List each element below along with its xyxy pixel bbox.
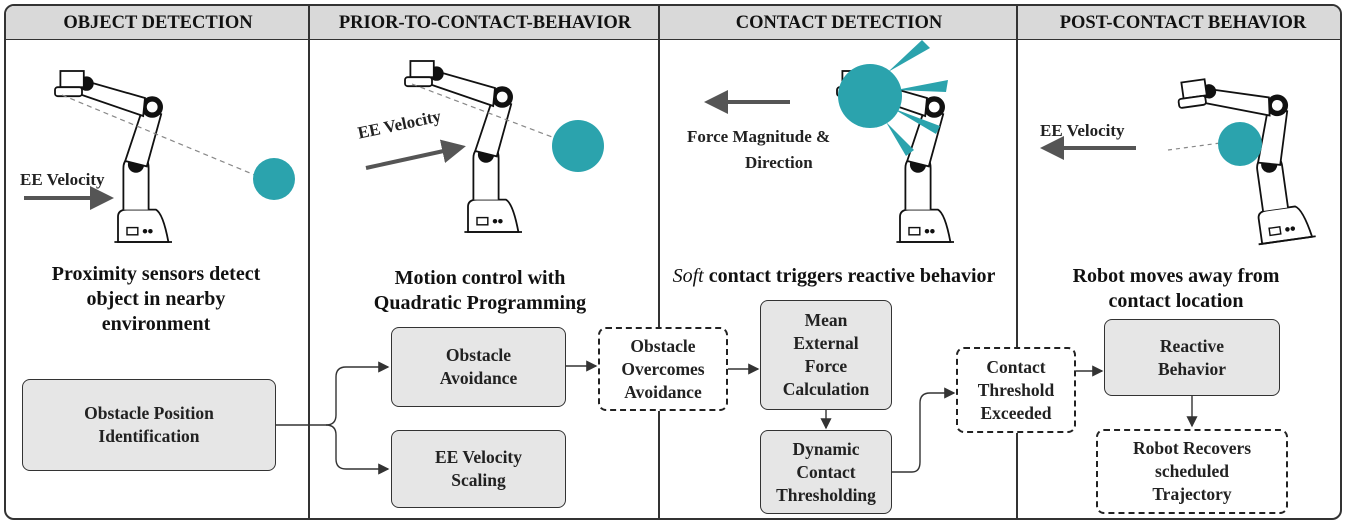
header-prior-to-contact: PRIOR-TO-CONTACT-BEHAVIOR xyxy=(310,6,660,40)
diagram-frame: OBJECT DETECTION PRIOR-TO-CONTACT-BEHAVI… xyxy=(4,4,1342,520)
force-label: Force Magnitude & Direction xyxy=(687,127,831,172)
caption-post-contact: Robot moves away from contact location xyxy=(1072,265,1280,312)
column-divider xyxy=(1016,6,1018,518)
caption-prior-to-contact: Motion control with Quadratic Programmin… xyxy=(373,267,587,314)
object-sphere xyxy=(1218,122,1262,166)
header-object-detection: OBJECT DETECTION xyxy=(6,6,310,40)
header-contact-detection: CONTACT DETECTION xyxy=(660,6,1018,40)
object-sphere xyxy=(253,158,295,200)
caption-contact-detection: Soft contact triggers reactive behavior xyxy=(672,265,996,287)
column-divider xyxy=(658,6,660,518)
header-post-contact: POST-CONTACT BEHAVIOR xyxy=(1018,6,1340,40)
caption-object-detection: Proximity sensors detect object in nearb… xyxy=(51,263,261,335)
object-sphere xyxy=(552,120,604,172)
object-sphere xyxy=(838,64,902,128)
ee-velocity-label: EE Velocity xyxy=(20,170,105,189)
ee-velocity-label: EE Velocity xyxy=(1040,121,1125,140)
column-divider xyxy=(308,6,310,518)
